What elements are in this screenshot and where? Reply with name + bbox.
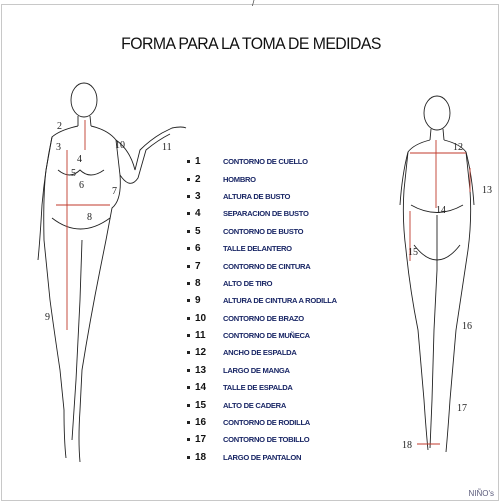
back-leg-split: [430, 215, 437, 448]
back-label: 17: [457, 403, 467, 414]
back-label: 16: [462, 321, 472, 332]
back-label: 13: [482, 185, 492, 196]
back-left-contour: [403, 140, 430, 450]
back-neck: [430, 129, 444, 140]
back-label: 14: [436, 205, 446, 216]
back-label: 18: [402, 440, 412, 451]
back-head: [424, 96, 450, 130]
back-label: 12: [453, 142, 463, 153]
signature: NIÑO's: [468, 489, 494, 498]
back-label: 15: [408, 247, 418, 258]
